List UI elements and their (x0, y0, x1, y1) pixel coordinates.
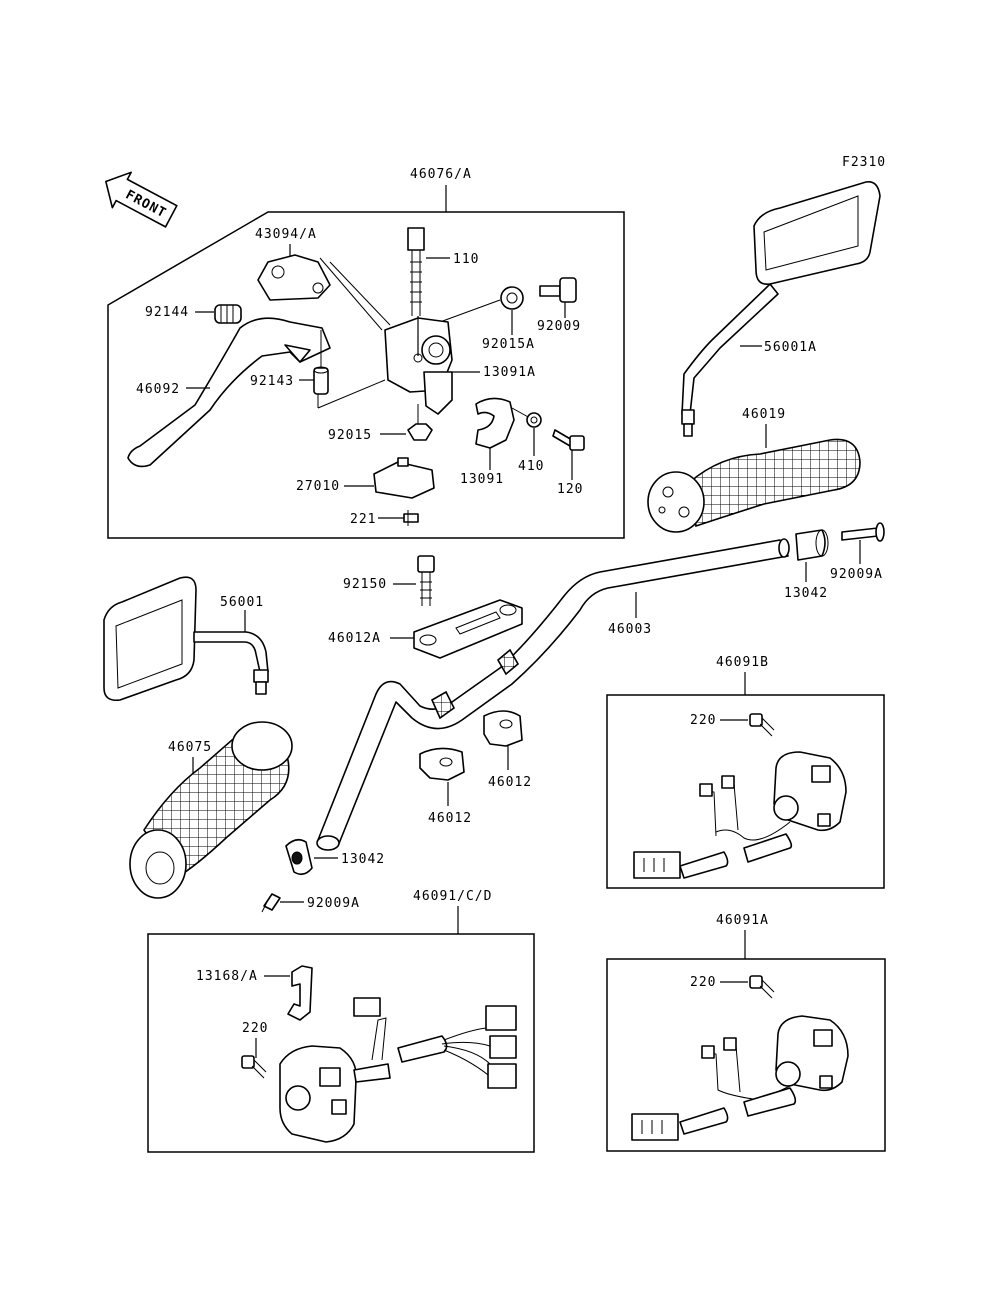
label-13091A: 13091A (483, 365, 536, 380)
label-220-46091CD: 220 (242, 1021, 268, 1036)
upper-holder-46012A (413, 599, 523, 659)
label-43094A: 43094/A (255, 227, 317, 242)
bolt-92150 (417, 555, 435, 606)
screw-220-46091A (749, 975, 775, 999)
label-220-46091A: 220 (690, 975, 716, 990)
label-92015A: 92015A (482, 337, 535, 352)
label-92144: 92144 (145, 305, 189, 320)
grip-right-46019 (647, 438, 861, 533)
label-92015: 92015 (328, 428, 372, 443)
label-92150: 92150 (343, 577, 387, 592)
weight-13042-left (285, 838, 313, 876)
switch-box-46091B: 46091B 220 (606, 655, 885, 889)
lever-assembly-box: 46076/A 43094/A 110 92144 92009 (107, 167, 625, 539)
label-92009: 92009 (537, 319, 581, 334)
nut-92015 (407, 423, 433, 441)
switch-box-46091A: 46091A 220 (606, 913, 886, 1152)
brake-switch-27010 (373, 457, 435, 499)
label-110: 110 (453, 252, 479, 267)
switch-housing-46091CD (279, 1045, 357, 1143)
grip-left-46075 (129, 721, 293, 899)
bolt-120 (552, 429, 585, 451)
label-220-46091B: 220 (690, 713, 716, 728)
label-120: 120 (557, 482, 583, 497)
screw-92009A-right (841, 522, 885, 542)
label-46019: 46019 (742, 407, 786, 422)
label-46092: 46092 (136, 382, 180, 397)
figure-code: F2310 (842, 155, 886, 170)
bracket-13168A (287, 965, 313, 1021)
weight-13042-right (795, 529, 829, 561)
lower-holder-46012-b (483, 710, 523, 747)
screw-220-46091B (749, 713, 775, 737)
front-arrow-icon: FRONT (105, 171, 178, 228)
mirror-left-56001 (103, 576, 269, 702)
label-221: 221 (350, 512, 376, 527)
label-46091CD: 46091/C/D (413, 889, 492, 904)
bolt-110 (407, 227, 425, 316)
screw-92009A-left (261, 893, 281, 913)
screw-221 (403, 510, 419, 526)
label-46091A: 46091A (716, 913, 769, 928)
screw-220-46091CD (241, 1055, 267, 1079)
label-410: 410 (518, 459, 544, 474)
label-92143: 92143 (250, 374, 294, 389)
label-46012-lower: 46012 (428, 811, 472, 826)
switch-box-46091CD: 46091/C/D 13168/A 220 (147, 889, 535, 1153)
switch-housing-46091B (773, 751, 847, 832)
clamp-13091 (475, 397, 515, 449)
spring-92144 (214, 304, 242, 324)
label-56001A: 56001A (764, 340, 817, 355)
label-92009A-left: 92009A (307, 896, 360, 911)
label-46012A: 46012A (328, 631, 381, 646)
label-92009A-right: 92009A (830, 567, 883, 582)
washer-410 (526, 412, 542, 428)
mirror-right-56001A (681, 180, 881, 437)
label-13042-left: 13042 (341, 852, 385, 867)
nut-92015A (500, 286, 524, 310)
label-27010: 27010 (296, 479, 340, 494)
label-13042-right: 13042 (784, 586, 828, 601)
label-46076A: 46076/A (410, 167, 472, 182)
switch-housing-46091A (775, 1015, 849, 1092)
label-56001: 56001 (220, 595, 264, 610)
label-13091: 13091 (460, 472, 504, 487)
screw-92009 (539, 277, 577, 303)
lower-holder-46012-a (419, 747, 465, 781)
handlebar-46003 (316, 538, 790, 851)
brake-lever-46092 (127, 317, 331, 468)
label-46091B: 46091B (716, 655, 769, 670)
label-46075: 46075 (168, 740, 212, 755)
collar-92143 (313, 366, 329, 395)
label-46012-upper: 46012 (488, 775, 532, 790)
label-46003: 46003 (608, 622, 652, 637)
label-13168A: 13168/A (196, 969, 258, 984)
